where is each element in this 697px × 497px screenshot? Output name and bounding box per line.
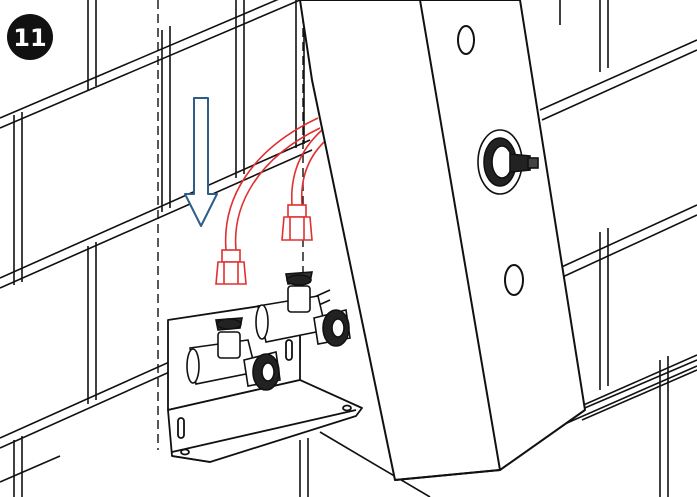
shower-column: [299, 0, 586, 481]
step-number-badge: 11: [7, 14, 53, 60]
flexible-hoses: [215, 117, 325, 285]
down-arrow-icon: [184, 97, 218, 227]
lower-valve: [186, 317, 281, 391]
mixer-knob: [477, 129, 539, 195]
alignment-guides: [157, 0, 304, 450]
upper-valve: [255, 271, 351, 347]
step-number: 11: [13, 24, 46, 52]
